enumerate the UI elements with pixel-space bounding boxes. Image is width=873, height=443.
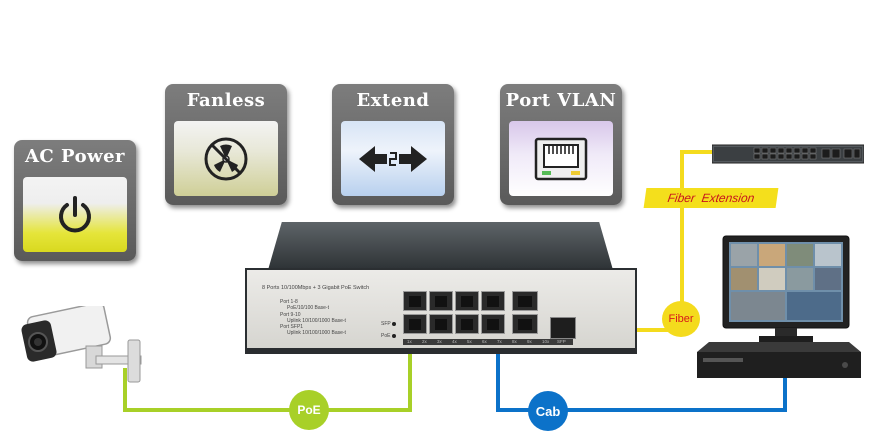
fiber-label: Fiber (662, 301, 700, 337)
cab-cable (496, 333, 787, 412)
power-icon (59, 195, 91, 232)
port-number-label: 1x (407, 339, 412, 344)
port-number-label: 3x (437, 339, 442, 344)
extend-title: Extend (356, 90, 430, 111)
poe-port[interactable] (481, 291, 505, 311)
double-arrow-icon (359, 145, 427, 172)
ac-power-panel (23, 177, 127, 252)
ac-power-tile: AC Power (14, 140, 136, 261)
port-number-label: 5x (467, 339, 472, 344)
port-vlan-tile: Port VLAN (500, 84, 622, 205)
switch-model-label: 8 Ports 10/100Mbps + 3 Gigabit PoE Switc… (262, 285, 370, 291)
fanless-panel (174, 121, 278, 196)
switch-port-line-1: Port 1-8 (280, 299, 298, 305)
port-vlan-panel (509, 121, 613, 196)
port-number-label: 2x (422, 339, 427, 344)
port-number-label: SFP (557, 339, 566, 344)
switch-port-line-6: Uplink 10/100/1000 Base-t (287, 330, 346, 336)
switch-port-line-3: Port 9-10 (280, 312, 301, 318)
ethernet-port-icon (534, 137, 588, 180)
switch-port-line-4: Uplink 10/100/1000 Base-t (287, 318, 346, 324)
led-label-sfp: SFP (381, 321, 391, 327)
poe-port[interactable] (429, 291, 453, 311)
poe-port-block (403, 291, 505, 334)
poe-port[interactable] (455, 314, 479, 334)
port-number-label: 8x (512, 339, 517, 344)
extend-panel (341, 121, 445, 196)
port-number-label: 7x (497, 339, 502, 344)
cab-label: Cab (528, 391, 568, 431)
poe-port[interactable] (455, 291, 479, 311)
port-number-label: 4x (452, 339, 457, 344)
poe-port[interactable] (403, 291, 427, 311)
uplink-port[interactable] (512, 314, 538, 334)
extend-tile: Extend (332, 84, 454, 205)
switch-top-cover (268, 222, 613, 270)
sfp-port[interactable] (550, 317, 576, 339)
ip-camera-image (21, 306, 142, 383)
poe-led (392, 334, 396, 338)
uplink-port-block (512, 291, 538, 334)
poe-port[interactable] (429, 314, 453, 334)
monitor-nvr-image (697, 235, 861, 378)
no-fan-icon (204, 137, 248, 180)
fanless-tile: Fanless (165, 84, 287, 205)
led-label-poe: PoE (381, 333, 391, 339)
port-number-strip: 1x 2x 3x 4x 5x 6x 7x 8x 9x 10x SFP (403, 339, 573, 345)
poe-port[interactable] (481, 314, 505, 334)
poe-cable (123, 333, 412, 412)
port-number-label: 9x (527, 339, 532, 344)
ac-power-title: AC Power (24, 146, 126, 167)
port-vlan-title: Port VLAN (505, 90, 617, 111)
rack-switch-image (712, 144, 864, 164)
sfp-led (392, 322, 396, 326)
poe-label: PoE (289, 390, 329, 430)
port-number-label: 10x (542, 339, 550, 344)
switch-port-line-2: PoE/10/100 Base-t (287, 305, 329, 311)
switch-base (245, 348, 637, 354)
fanless-title: Fanless (186, 90, 266, 111)
port-number-label: 6x (482, 339, 487, 344)
fiber-extension-text: Fiber Extension (666, 191, 756, 205)
uplink-port[interactable] (512, 291, 538, 311)
fiber-extension-label: Fiber Extension (643, 188, 779, 208)
poe-port[interactable] (403, 314, 427, 334)
switch-port-line-5: Port SFP1 (280, 324, 304, 330)
